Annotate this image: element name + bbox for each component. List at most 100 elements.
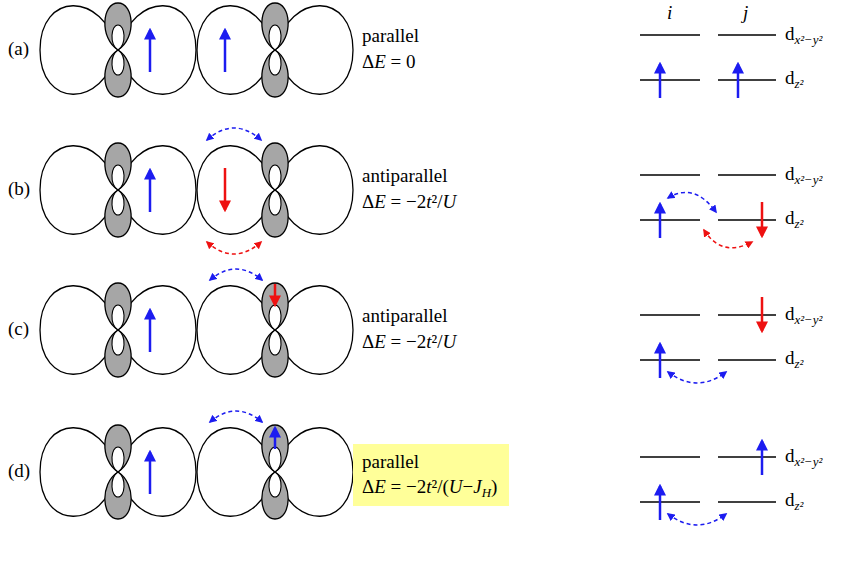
text-run: = −2 — [386, 191, 426, 212]
text-run: U — [443, 331, 457, 352]
row-c — [40, 269, 776, 383]
text-run: parallel — [362, 451, 419, 472]
row-a — [40, 3, 776, 98]
spin-configuration: antiparallel — [362, 164, 447, 188]
spin-configuration: parallel — [362, 449, 419, 474]
text-run: = 0 — [386, 51, 416, 72]
text-run: = −2 — [386, 331, 426, 352]
spin-arrow — [224, 30, 227, 72]
text-run: H — [482, 485, 491, 500]
orbital-label: dz² — [785, 488, 803, 513]
text-run: parallel — [362, 25, 419, 46]
orbital-label: dx²−y² — [785, 302, 822, 327]
orbital — [40, 143, 196, 237]
text-run: j — [743, 2, 748, 23]
orbital — [40, 425, 196, 519]
text-run: z² — [795, 216, 804, 231]
text-run: d — [785, 347, 795, 368]
spin-arrow — [224, 168, 227, 210]
text-run: U — [443, 191, 457, 212]
text-run: − — [463, 476, 474, 497]
text-run: (d) — [8, 460, 30, 481]
spin-arrow — [274, 428, 277, 449]
text-run: (c) — [8, 318, 29, 339]
text-run: Δ — [362, 51, 374, 72]
spin-configuration: parallel — [362, 24, 419, 48]
text-run: d — [785, 303, 795, 324]
spin-arrow — [761, 297, 764, 331]
text-run: Δ — [362, 331, 374, 352]
text-run: d — [785, 23, 795, 44]
text-run: z² — [795, 356, 804, 371]
text-run: d — [785, 207, 795, 228]
text-run: x²−y² — [795, 172, 823, 187]
text-run: E — [374, 476, 386, 497]
orbital — [197, 425, 353, 519]
orbital-label: dz² — [785, 346, 803, 371]
panel-letter: (d) — [8, 459, 30, 483]
panel-letter: (b) — [8, 177, 30, 201]
orbital-label: dx²−y² — [785, 162, 822, 187]
text-run: U — [449, 476, 463, 497]
text-run: antiparallel — [362, 165, 447, 186]
text-run: ²/ — [432, 331, 443, 352]
orbital-label: dx²−y² — [785, 444, 822, 469]
text-run: t — [426, 331, 431, 352]
text-run: z² — [795, 498, 804, 513]
text-run: ²/ — [432, 191, 443, 212]
text-run: ) — [491, 476, 497, 497]
orbital-label: dx²−y² — [785, 22, 822, 47]
text-run: E — [374, 331, 386, 352]
text-run: antiparallel — [362, 305, 447, 326]
orbital — [197, 143, 353, 237]
hopping-arrow — [210, 411, 262, 422]
spin-arrow — [149, 310, 152, 352]
text-run: (a) — [8, 38, 29, 59]
hopping-arrow — [668, 192, 716, 212]
spin-configuration: antiparallel — [362, 304, 447, 328]
spin-arrow — [737, 64, 740, 98]
text-run: d — [785, 67, 795, 88]
row-b — [40, 128, 776, 254]
spin-arrow — [274, 284, 277, 305]
panel-letter: (a) — [8, 37, 29, 61]
spin-arrow — [659, 64, 662, 98]
text-run: d — [785, 163, 795, 184]
energy-change: ΔE = −2t²/U — [362, 330, 456, 354]
panel-letter: (c) — [8, 317, 29, 341]
text-run: d — [785, 489, 795, 510]
highlight-box: parallelΔE = −2t²/(U−JH) — [353, 444, 509, 506]
spin-arrow — [761, 202, 764, 236]
spin-arrow — [149, 30, 152, 72]
text-run: z² — [795, 76, 804, 91]
hopping-arrow — [210, 269, 262, 280]
text-run: t — [426, 476, 431, 497]
spin-arrow — [761, 441, 764, 475]
text-run: Δ — [362, 476, 374, 497]
orbital — [197, 283, 353, 377]
orbital-label: dz² — [785, 66, 803, 91]
text-run: x²−y² — [795, 454, 823, 469]
spin-arrow — [659, 486, 662, 520]
spin-arrow — [659, 204, 662, 238]
energy-change: ΔE = 0 — [362, 50, 416, 74]
text-run: d — [785, 445, 795, 466]
hopping-arrow — [668, 372, 726, 383]
site-index: j — [743, 1, 748, 25]
row-d — [40, 411, 776, 525]
text-run: = −2 — [386, 476, 426, 497]
text-run: E — [374, 191, 386, 212]
site-index: i — [667, 1, 672, 25]
text-run: (b) — [8, 178, 30, 199]
text-run: x²−y² — [795, 312, 823, 327]
spin-arrow — [149, 170, 152, 212]
orbital — [197, 3, 353, 97]
text-run: t — [426, 191, 431, 212]
energy-change: ΔE = −2t²/(U−JH) — [362, 474, 497, 500]
hopping-arrow — [207, 242, 261, 254]
text-run: Δ — [362, 191, 374, 212]
text-run: x²−y² — [795, 32, 823, 47]
text-run: E — [374, 51, 386, 72]
orbital-label: dz² — [785, 206, 803, 231]
